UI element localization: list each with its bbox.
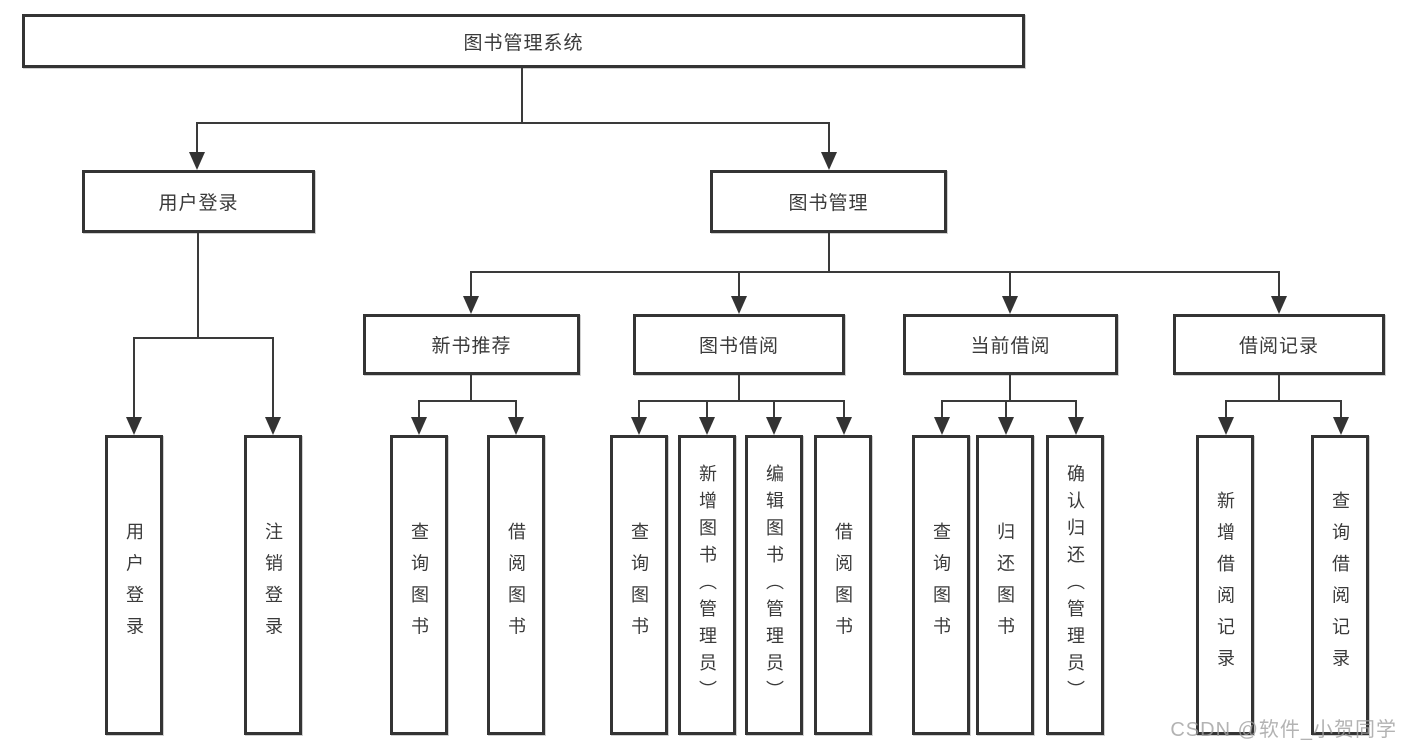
connector-root-right-drop — [828, 122, 830, 154]
node-book-borrow: 图书借阅 — [633, 314, 845, 375]
connector-borrow-drop3 — [773, 400, 775, 417]
arrow-down-icon — [631, 417, 647, 435]
node-borrow-records: 借阅记录 — [1173, 314, 1385, 375]
connector-newbook-drop1 — [418, 400, 420, 417]
node-book-borrow-label: 图书借阅 — [698, 336, 779, 357]
leaf-records-add: 新增借阅记录 — [1196, 435, 1254, 735]
arrow-down-icon — [463, 296, 479, 314]
node-user-login-label: 用户登录 — [158, 193, 239, 214]
arrow-down-icon — [1271, 296, 1287, 314]
leaf-borrow-borrow-label: 借阅图书 — [833, 522, 853, 648]
arrow-down-icon — [508, 417, 524, 435]
arrow-down-icon — [1333, 417, 1349, 435]
leaf-current-confirm-admin: 确认归还（管理员） — [1046, 435, 1104, 735]
connector-current-drop1 — [941, 400, 943, 417]
arrow-down-icon — [934, 417, 950, 435]
arrow-down-icon — [189, 152, 205, 170]
connector-newbook-bar — [418, 400, 517, 402]
arrow-down-icon — [411, 417, 427, 435]
leaf-borrow-edit-admin-label: 编辑图书（管理员） — [764, 463, 784, 707]
connector-bookmgmt-trunk — [828, 233, 830, 271]
connector-userlogin-trunk — [197, 233, 199, 337]
node-current-borrow: 当前借阅 — [903, 314, 1118, 375]
leaf-user-login-label: 用户登录 — [124, 522, 144, 648]
leaf-current-confirm-admin-label: 确认归还（管理员） — [1065, 463, 1085, 707]
leaf-newbook-query-label: 查询图书 — [409, 522, 429, 648]
connector-root-left-drop — [196, 122, 198, 154]
node-user-login: 用户登录 — [82, 170, 315, 233]
connector-records-drop1 — [1225, 400, 1227, 417]
arrow-down-icon — [766, 417, 782, 435]
connector-userlogin-bar — [133, 337, 274, 339]
connector-bookmgmt-drop3 — [1009, 271, 1011, 296]
node-book-management: 图书管理 — [710, 170, 947, 233]
node-current-borrow-label: 当前借阅 — [970, 336, 1051, 357]
connector-bookmgmt-drop1 — [470, 271, 472, 296]
connector-current-bar — [941, 400, 1076, 402]
connector-records-bar — [1225, 400, 1341, 402]
arrow-down-icon — [731, 296, 747, 314]
arrow-down-icon — [821, 152, 837, 170]
leaf-newbook-borrow: 借阅图书 — [487, 435, 545, 735]
arrow-down-icon — [998, 417, 1014, 435]
connector-userlogin-drop2 — [272, 337, 274, 417]
node-new-book-recommend: 新书推荐 — [363, 314, 580, 375]
connector-borrow-trunk — [738, 375, 740, 400]
leaf-borrow-edit-admin: 编辑图书（管理员） — [745, 435, 803, 735]
leaf-current-query-label: 查询图书 — [931, 522, 951, 648]
connector-root-bar — [196, 122, 830, 124]
leaf-newbook-query: 查询图书 — [390, 435, 448, 735]
connector-root-trunk — [521, 68, 523, 122]
arrow-down-icon — [1002, 296, 1018, 314]
node-book-management-label: 图书管理 — [788, 193, 869, 214]
connector-newbook-drop2 — [515, 400, 517, 417]
connector-newbook-trunk — [470, 375, 472, 400]
leaf-newbook-borrow-label: 借阅图书 — [506, 522, 526, 648]
leaf-records-query-label: 查询借阅记录 — [1330, 490, 1350, 680]
connector-bookmgmt-drop4 — [1278, 271, 1280, 296]
connector-current-drop2 — [1005, 400, 1007, 417]
leaf-borrow-add-admin: 新增图书（管理员） — [678, 435, 736, 735]
leaf-borrow-query: 查询图书 — [610, 435, 668, 735]
node-root-label: 图书管理系统 — [463, 32, 584, 54]
node-new-book-recommend-label: 新书推荐 — [431, 336, 512, 357]
connector-current-drop3 — [1075, 400, 1077, 417]
node-root: 图书管理系统 — [22, 14, 1025, 68]
leaf-borrow-add-admin-label: 新增图书（管理员） — [697, 463, 717, 707]
leaf-logout: 注销登录 — [244, 435, 302, 735]
leaf-current-return: 归还图书 — [976, 435, 1034, 735]
arrow-down-icon — [1068, 417, 1084, 435]
leaf-logout-label: 注销登录 — [263, 522, 283, 648]
connector-borrow-drop2 — [706, 400, 708, 417]
connector-bookmgmt-drop2 — [738, 271, 740, 296]
arrow-down-icon — [836, 417, 852, 435]
arrow-down-icon — [699, 417, 715, 435]
leaf-records-query: 查询借阅记录 — [1311, 435, 1369, 735]
arrow-down-icon — [126, 417, 142, 435]
connector-current-trunk — [1009, 375, 1011, 400]
connector-userlogin-drop1 — [133, 337, 135, 417]
connector-bookmgmt-bar — [470, 271, 1280, 273]
leaf-current-return-label: 归还图书 — [995, 522, 1015, 648]
arrow-down-icon — [1218, 417, 1234, 435]
connector-borrow-drop1 — [638, 400, 640, 417]
arrow-down-icon — [265, 417, 281, 435]
leaf-user-login: 用户登录 — [105, 435, 163, 735]
connector-borrow-bar — [638, 400, 844, 402]
connector-records-trunk — [1278, 375, 1280, 400]
node-borrow-records-label: 借阅记录 — [1238, 336, 1319, 357]
connector-records-drop2 — [1340, 400, 1342, 417]
leaf-borrow-borrow: 借阅图书 — [814, 435, 872, 735]
leaf-current-query: 查询图书 — [912, 435, 970, 735]
connector-borrow-drop4 — [843, 400, 845, 417]
leaf-borrow-query-label: 查询图书 — [629, 522, 649, 648]
leaf-records-add-label: 新增借阅记录 — [1215, 490, 1235, 680]
csdn-watermark: CSDN @软件_小贺同学 — [1170, 719, 1397, 741]
